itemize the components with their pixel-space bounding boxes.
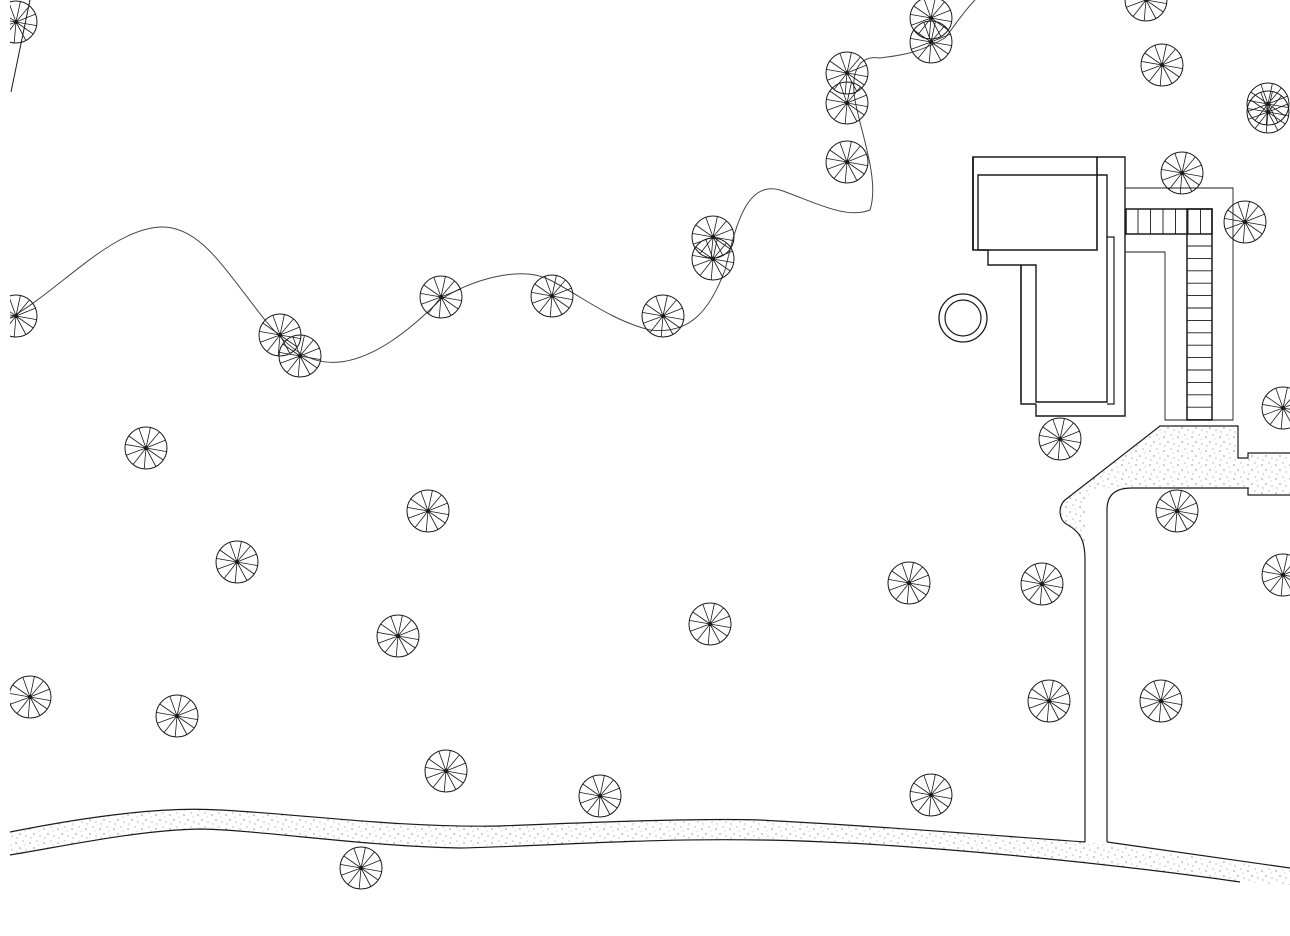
tree-icon: [691, 237, 735, 281]
tree-icon: [10, 294, 38, 338]
paving-joints: [1137, 209, 1212, 421]
tree-icon: [1027, 679, 1071, 723]
tree-icon: [641, 294, 685, 338]
tree-icon: [419, 275, 463, 319]
driveway-edge-right: [1106, 487, 1290, 842]
tree-icon: [1020, 562, 1064, 606]
road-strip: [10, 426, 1290, 885]
contour-path: [10, 0, 976, 363]
tree-icon: [1139, 679, 1183, 723]
tree-icon: [1223, 200, 1267, 244]
road-edge-bottom: [10, 828, 1241, 883]
tree-icon: [909, 773, 953, 817]
tree-icon: [215, 540, 259, 584]
tree-icon: [909, 0, 953, 40]
tree-icon: [10, 0, 38, 44]
tree-icon: [825, 81, 869, 125]
tree-icon: [1261, 553, 1290, 597]
trees-layer: [10, 0, 1290, 890]
road-edge-right-lower: [1106, 841, 1290, 869]
tree-icon: [688, 602, 732, 646]
tree-icon: [1155, 489, 1199, 533]
tree-icon: [339, 846, 383, 890]
road-edge-top: [10, 808, 1086, 843]
tree-icon: [155, 694, 199, 738]
well-circle: [938, 293, 988, 343]
tree-icon: [1124, 0, 1168, 22]
driveway-edge-left: [1059, 425, 1290, 842]
tree-icon: [1246, 90, 1290, 134]
tree-icon: [887, 561, 931, 605]
tree-icon: [124, 426, 168, 470]
building-footprint: [972, 156, 1234, 421]
tree-icon: [909, 20, 953, 64]
tree-icon: [424, 749, 468, 793]
tree-icon: [1246, 82, 1290, 126]
tree-icon: [1038, 417, 1082, 461]
paved-terrace: [1125, 208, 1213, 421]
tree-icon: [691, 215, 735, 259]
tree-icon: [825, 140, 869, 184]
tree-icon: [530, 274, 574, 318]
tree-icon: [376, 614, 420, 658]
boundary-line-top-left: [10, 0, 31, 93]
tree-icon: [10, 675, 52, 719]
tree-icon: [825, 51, 869, 95]
tree-icon: [1140, 43, 1184, 87]
tree-icon: [578, 774, 622, 818]
tree-icon: [1160, 151, 1204, 195]
tree-icon: [278, 334, 322, 378]
tree-icon: [1261, 386, 1290, 430]
tree-icon: [406, 489, 450, 533]
